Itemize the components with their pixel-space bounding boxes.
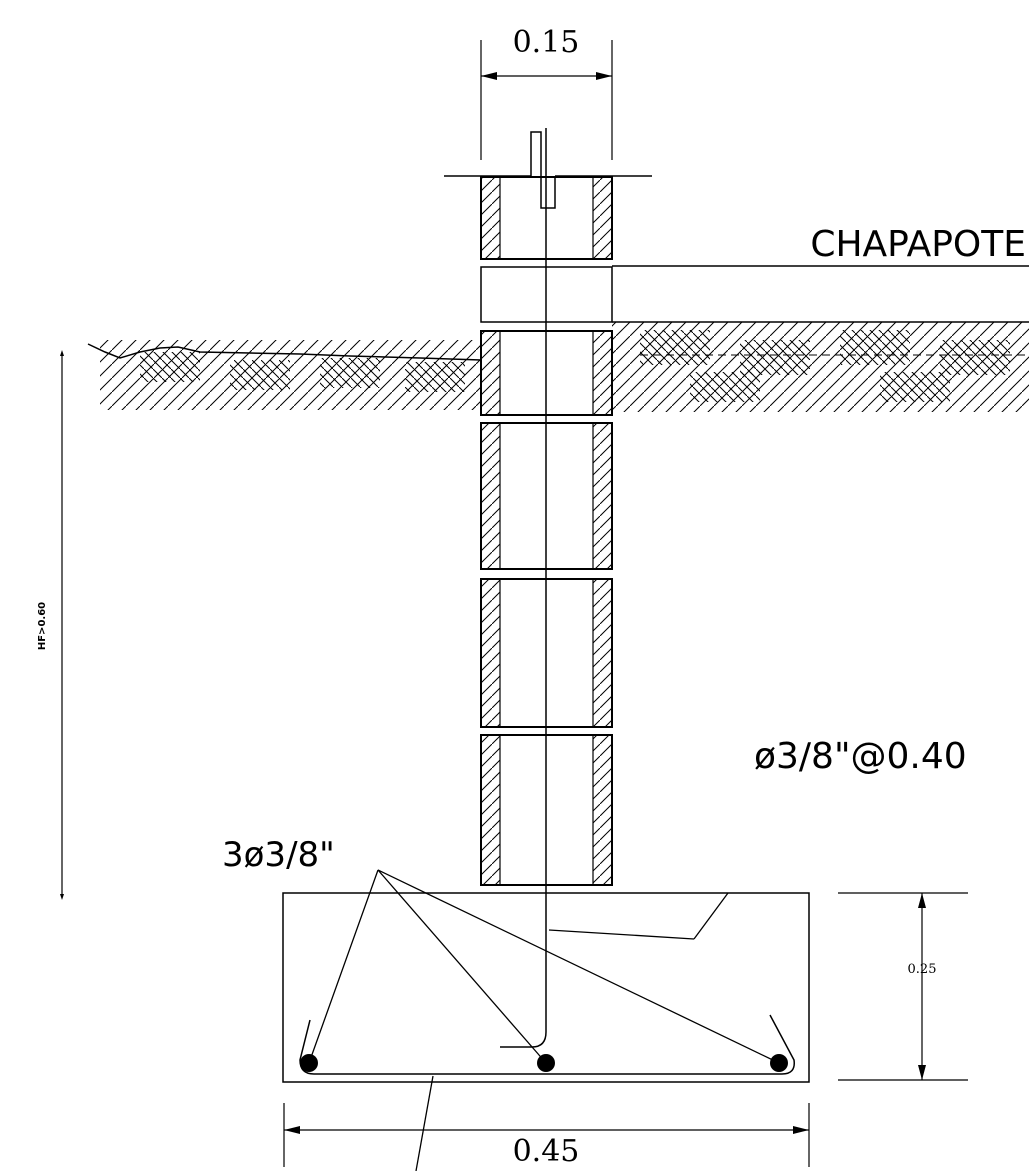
dimension-label-column-width: 0.15: [513, 25, 580, 60]
wall-top: [444, 128, 652, 209]
dimension-label-foundation-height: HF>0.60: [37, 602, 48, 650]
soil-left: [87, 340, 482, 410]
soil-right: [612, 321, 1029, 412]
leader-bottom-rebar: [415, 1075, 434, 1171]
dimension-label-footing-width: 0.45: [513, 1134, 580, 1169]
vertical-rebar-label: ø3/8"@0.40: [754, 736, 967, 777]
footing-rebar-label: 3ø3/8": [222, 835, 335, 875]
chapapote-label: CHAPAPOTE: [810, 224, 1026, 265]
leader-vertical-rebar: [548, 892, 729, 940]
chapapote-layer: [480, 265, 1029, 323]
dimension-footing-width: [283, 1103, 810, 1167]
leader-footing-rebar: [308, 869, 780, 1064]
dimension-foundation-height: [60, 350, 64, 900]
dimension-footing-depth: [838, 892, 968, 1081]
dimension-label-footing-depth: 0.25: [908, 962, 937, 977]
dimension-column-width: [480, 40, 613, 160]
masonry-block: [480, 176, 613, 260]
